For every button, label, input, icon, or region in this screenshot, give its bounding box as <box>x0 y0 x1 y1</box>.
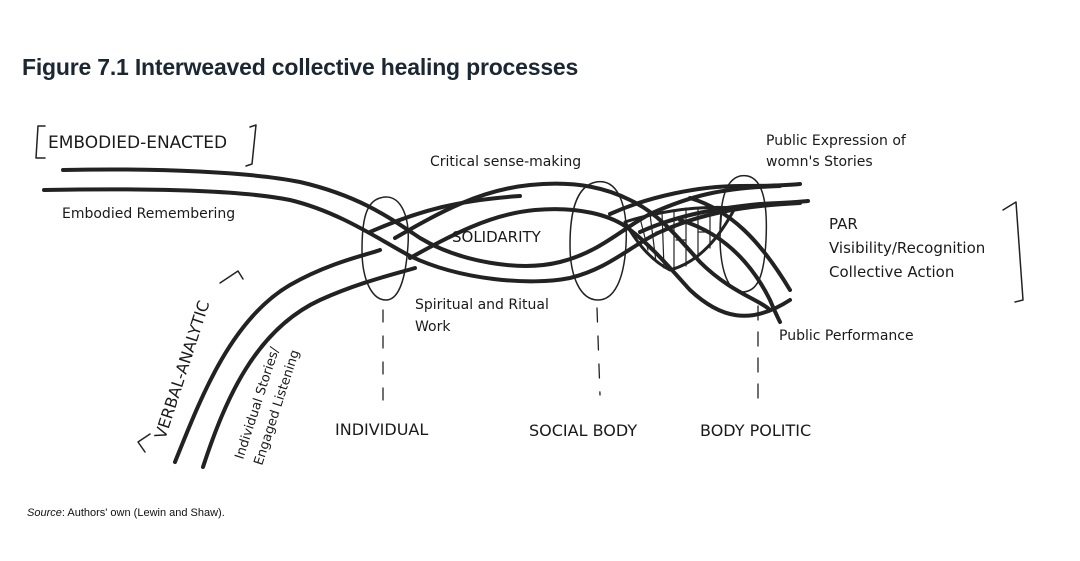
figure-source: Source: Authors' own (Lewin and Shaw). <box>27 507 225 519</box>
oval-body-politic <box>719 174 768 293</box>
strand-collective-1 <box>688 196 792 292</box>
label-par: PAR <box>829 215 858 233</box>
label-level-body-politic: BODY POLITIC <box>700 421 811 440</box>
label-level-individual: INDIVIDUAL <box>335 420 428 439</box>
label-public-expression-2: womn's Stories <box>766 154 873 170</box>
strand-verbal-right <box>201 266 417 469</box>
bracket-right <box>1002 201 1024 303</box>
strand-critical-upper <box>393 181 772 312</box>
label-solidarity: SOLIDARITY <box>452 228 542 246</box>
label-embodied-enacted: EMBODIED-ENACTED <box>48 133 227 153</box>
label-level-social-body: SOCIAL BODY <box>529 421 637 440</box>
label-critical-sense-making: Critical sense-making <box>430 154 581 170</box>
bracket-embodied-right <box>245 124 257 167</box>
strand-par-lower <box>638 199 810 234</box>
dropline-social-body <box>596 307 601 396</box>
label-visibility-recognition: Visibility/Recognition <box>829 239 985 257</box>
bracket-embodied-left <box>35 125 46 159</box>
label-public-performance: Public Performance <box>779 328 914 344</box>
label-collective-action: Collective Action <box>829 263 954 281</box>
oval-individual <box>361 196 409 301</box>
hatch-lines <box>639 207 723 271</box>
bracket-verbal-top <box>219 270 244 284</box>
strand-critical-lower <box>408 207 792 318</box>
source-text: : Authors' own (Lewin and Shaw). <box>61 507 225 519</box>
strand-par-upper <box>608 182 802 216</box>
label-spiritual-ritual-1: Spiritual and Ritual <box>415 297 549 313</box>
strand-verbal-left <box>173 248 382 464</box>
bracket-verbal-bottom <box>137 433 151 453</box>
strand-solidarity-top <box>368 194 522 234</box>
label-verbal-analytic: VERBAL-ANALYTIC <box>151 298 214 441</box>
strand-embodied-upper <box>61 167 782 268</box>
label-spiritual-ritual-2: Work <box>415 319 451 335</box>
label-public-expression-1: Public Expression of <box>766 133 907 149</box>
figure-title: Figure 7.1 Interweaved collective healin… <box>22 54 579 80</box>
label-embodied-remembering: Embodied Remembering <box>62 206 235 222</box>
oval-social-body <box>569 181 628 301</box>
source-label: Source <box>27 507 62 519</box>
hatched-region <box>623 205 737 272</box>
